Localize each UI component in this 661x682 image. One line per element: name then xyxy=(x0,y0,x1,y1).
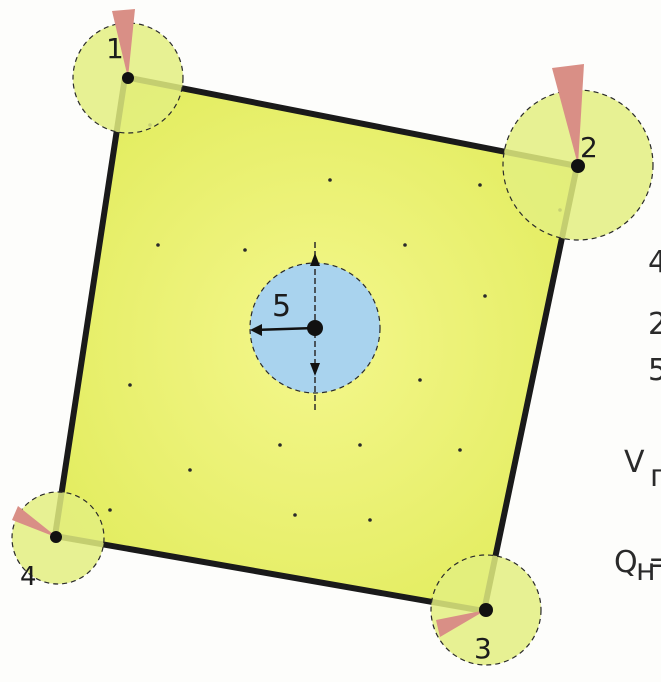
q-symbol: Q xyxy=(614,545,638,580)
well-node-3 xyxy=(479,603,493,617)
v-subscript: п xyxy=(650,459,661,494)
sector-well-3 xyxy=(436,610,486,637)
well-node-2 xyxy=(571,159,585,173)
plot-dots xyxy=(108,123,562,522)
well-node-5 xyxy=(307,320,323,336)
arrow-down-icon xyxy=(310,363,320,376)
v-symbol: V xyxy=(624,445,645,480)
center-well xyxy=(249,242,381,410)
arrow-left-icon xyxy=(250,324,262,336)
sector-well-1 xyxy=(112,9,135,78)
well-label-5: 5 xyxy=(272,289,291,324)
sector-well-2 xyxy=(552,64,584,165)
side-note-line-1: 4 xyxy=(648,245,661,280)
side-notes: 4 2 5 V п Q н = xyxy=(614,245,661,588)
well-label-1: 1 xyxy=(106,32,124,65)
side-note-line-3: 5 xyxy=(648,353,661,388)
well-zone-3 xyxy=(430,554,542,666)
arrow-up-icon xyxy=(310,253,320,266)
well-zone-1 xyxy=(72,9,184,134)
side-note-line-2: 2 xyxy=(648,307,661,342)
well-label-2: 2 xyxy=(580,131,598,164)
well-zone-2 xyxy=(502,64,654,241)
well-node-1 xyxy=(122,72,134,84)
well-node-4 xyxy=(50,531,62,543)
well-label-4: 4 xyxy=(20,562,37,592)
sector-well-4 xyxy=(12,506,58,538)
q-subscript: н xyxy=(636,553,656,588)
well-zone-4 xyxy=(11,491,105,585)
q-equals: = xyxy=(648,545,661,580)
well-label-3: 3 xyxy=(474,632,492,665)
